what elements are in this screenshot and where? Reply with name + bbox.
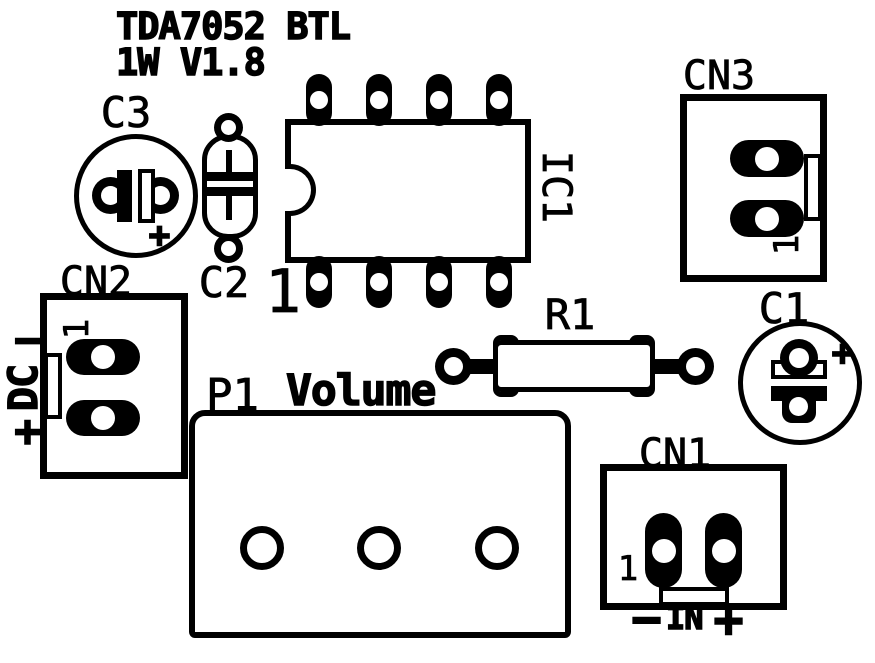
ic1-pad-hole xyxy=(310,273,328,291)
ic1-pad-hole xyxy=(430,91,448,109)
c2-label: C2 xyxy=(198,258,250,307)
cn1-minus-label: − xyxy=(631,590,663,648)
c2-pad-hole xyxy=(221,241,236,256)
c2-pad-hole xyxy=(221,120,236,135)
cn3-pad-hole xyxy=(755,206,779,231)
r1-pad-hole xyxy=(686,357,705,376)
c3-label: C3 xyxy=(100,88,152,137)
c3-pad-hole xyxy=(101,186,120,205)
cn1-pad-hole xyxy=(711,538,736,563)
ic1-pin1-marker: 1 xyxy=(264,257,302,327)
cn2-plus-label: + xyxy=(14,406,42,457)
c3-plate-hollow-bar xyxy=(138,169,155,223)
c3-plate-filled-bar xyxy=(117,170,132,222)
cn1-plus-label: + xyxy=(713,591,745,649)
cn1-pad xyxy=(705,513,742,588)
ic1-pad-hole xyxy=(430,273,448,291)
ic1-pad xyxy=(366,256,392,308)
c2-pad-top xyxy=(214,113,243,142)
ic1-pad xyxy=(366,74,392,126)
cn1-pad-hole xyxy=(651,538,676,563)
c2-symbol-lead-top xyxy=(226,150,232,174)
cn2-key-notch xyxy=(44,353,62,419)
r1-pad-hole xyxy=(444,357,463,376)
c2-symbol-plate2 xyxy=(207,187,253,196)
p1-hole-ring xyxy=(357,526,401,570)
ic1-label: IC1 xyxy=(533,150,580,224)
cn2-pad xyxy=(66,400,140,436)
ic1-pad-hole xyxy=(370,91,388,109)
ic1-pad xyxy=(486,256,512,308)
ic1-pad xyxy=(426,74,452,126)
cn1-key-notch xyxy=(659,587,729,606)
c2-symbol-lead-bottom xyxy=(226,196,232,220)
ic1-pad xyxy=(486,74,512,126)
cn1-pin1-marker: 1 xyxy=(617,549,639,589)
board-title-line1: TDA7052 BTL xyxy=(115,5,352,48)
cn2-pin1-marker: 1 xyxy=(57,318,98,340)
cn3-pad xyxy=(730,140,804,177)
r1-pad-right xyxy=(677,348,714,385)
cn3-body xyxy=(680,94,827,282)
cn3-pin1-marker: 1 xyxy=(767,234,808,256)
cn3-pad-hole xyxy=(755,146,779,171)
c1-polarity-plus: + xyxy=(831,333,854,374)
p1-function-label: Volume xyxy=(285,366,437,416)
p1-hole-ring xyxy=(240,526,284,570)
c1-pad-positive xyxy=(780,339,818,377)
c3-polarity-plus: + xyxy=(148,215,171,256)
ic1-pad-hole xyxy=(370,273,388,291)
ic1-pad xyxy=(426,256,452,308)
r1-pad-left xyxy=(435,348,472,385)
cn2-body xyxy=(40,293,188,479)
c1-pad-hole xyxy=(789,348,809,368)
cn2-pad xyxy=(66,339,140,375)
cn3-pad xyxy=(730,200,804,237)
p1-hole-ring xyxy=(475,526,519,570)
ic1-body xyxy=(285,119,531,263)
cn3-label: CN3 xyxy=(682,53,756,99)
ic1-pad xyxy=(306,74,332,126)
cn1-input-label: IN xyxy=(665,599,704,637)
cn1-body xyxy=(600,464,787,610)
p1-body xyxy=(189,410,571,638)
ic1-pad xyxy=(306,256,332,308)
r1-body xyxy=(493,340,655,392)
c2-symbol-plate1 xyxy=(207,172,253,181)
board-title-line2: 1W V1.8 xyxy=(115,41,266,84)
c2-pad-bottom xyxy=(214,234,243,263)
r1-label: R1 xyxy=(544,290,596,339)
cn3-key-notch xyxy=(804,154,822,221)
cn1-pad xyxy=(645,513,682,588)
ic1-pad-hole xyxy=(310,91,328,109)
c1-pad-hole xyxy=(789,397,808,416)
c3-pad-hole xyxy=(151,186,170,205)
cn2-pad-hole xyxy=(91,345,115,369)
ic1-pad-hole xyxy=(490,91,508,109)
cn2-minus-label: − xyxy=(14,315,42,366)
ic1-pad-hole xyxy=(490,273,508,291)
cn2-pad-hole xyxy=(91,406,115,430)
